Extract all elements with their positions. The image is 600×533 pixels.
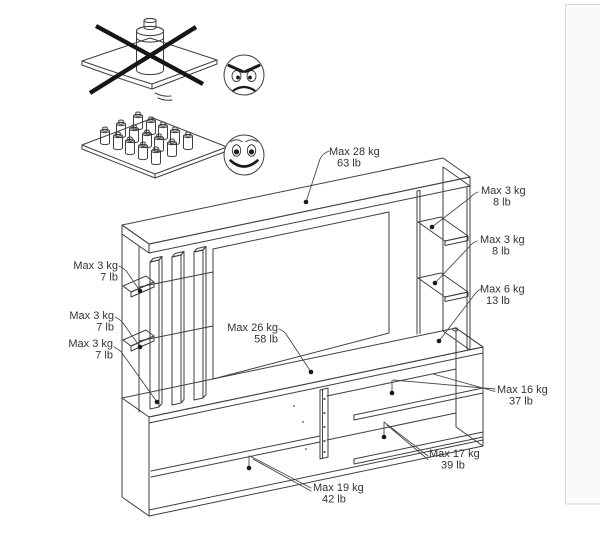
load-label-left-middle-shelf-kg: Max 3 kg — [69, 310, 114, 322]
load-labels: Max 28 kg 63 lb Max 3 kg 8 lb Max 3 kg 8… — [68, 146, 547, 506]
base-cabinet — [121, 233, 484, 517]
load-label-left-lower-shelf-kg: Max 3 kg — [68, 338, 113, 350]
load-label-left-upper-shelf-kg: Max 3 kg — [73, 260, 118, 272]
load-label-cabinet-right-bottom-lb: 39 lb — [441, 460, 465, 472]
load-label-right-side-shelf-kg: Max 6 kg — [480, 284, 525, 296]
load-label-tv-shelf-kg: Max 26 kg — [227, 322, 278, 334]
happy-face-icon — [223, 134, 265, 176]
shelf-pin-holes — [293, 397, 326, 454]
load-label-left-upper-shelf-lb: 7 lb — [100, 272, 118, 284]
dont-illustration — [81, 18, 265, 101]
bent-shelf-board — [81, 37, 218, 101]
load-label-top-shelf: Max 28 kg 63 lb — [329, 146, 380, 170]
load-label-right-side-shelf: Max 6 kg 13 lb — [480, 284, 525, 308]
load-label-right-upper-shelf: Max 3 kg 8 lb — [481, 185, 526, 209]
do-illustration — [81, 111, 265, 179]
load-label-right-side-shelf-lb: 13 lb — [486, 295, 510, 307]
load-label-left-middle-shelf-lb: 7 lb — [96, 322, 114, 334]
cross-out-icon — [88, 24, 205, 95]
load-label-cabinet-right-middle: Max 16 kg 37 lb — [497, 384, 548, 408]
side-margin-panel — [565, 4, 600, 504]
load-label-left-middle-shelf: Max 3 kg 7 lb — [69, 310, 114, 334]
page-border — [565, 4, 600, 505]
load-label-top-shelf-lb: 63 lb — [337, 158, 361, 170]
load-label-left-upper-shelf: Max 3 kg 7 lb — [73, 260, 118, 284]
load-label-right-upper-shelf-kg: Max 3 kg — [481, 185, 526, 197]
leader-lines — [113, 150, 496, 492]
load-label-right-lower-shelf-kg: Max 3 kg — [480, 234, 525, 246]
anchor-dots — [137, 199, 442, 471]
load-label-right-lower-shelf: Max 3 kg 8 lb — [480, 234, 525, 258]
top-panel — [121, 157, 471, 254]
left-shelf-tower — [122, 246, 214, 413]
load-label-cabinet-bottom-left-lb: 42 lb — [322, 494, 346, 506]
load-label-cabinet-right-middle-kg: Max 16 kg — [497, 384, 548, 396]
load-label-tv-shelf-lb: 58 lb — [254, 334, 278, 346]
load-label-tv-shelf: Max 26 kg 58 lb — [227, 322, 278, 346]
vertical-slats — [149, 246, 207, 410]
right-shelf-tower — [416, 166, 471, 351]
load-label-cabinet-bottom-left: Max 19 kg 42 lb — [313, 482, 364, 506]
load-label-cabinet-right-bottom: Max 17 kg 39 lb — [429, 448, 480, 472]
entertainment-unit-drawing — [121, 157, 484, 517]
load-label-right-lower-shelf-lb: 8 lb — [492, 246, 510, 258]
heavy-weight-icon — [136, 18, 164, 76]
load-label-right-upper-shelf-lb: 8 lb — [493, 197, 511, 209]
tv-back-panel — [212, 211, 390, 380]
load-label-left-lower-shelf-lb: 7 lb — [95, 350, 113, 362]
load-label-left-lower-shelf: Max 3 kg 7 lb — [68, 338, 113, 362]
load-label-top-shelf-kg: Max 28 kg — [329, 146, 380, 158]
load-label-cabinet-right-middle-lb: 37 lb — [509, 396, 533, 408]
load-label-cabinet-bottom-left-kg: Max 19 kg — [313, 482, 364, 494]
load-label-cabinet-right-bottom-kg: Max 17 kg — [429, 448, 480, 460]
angry-face-icon — [223, 54, 265, 96]
